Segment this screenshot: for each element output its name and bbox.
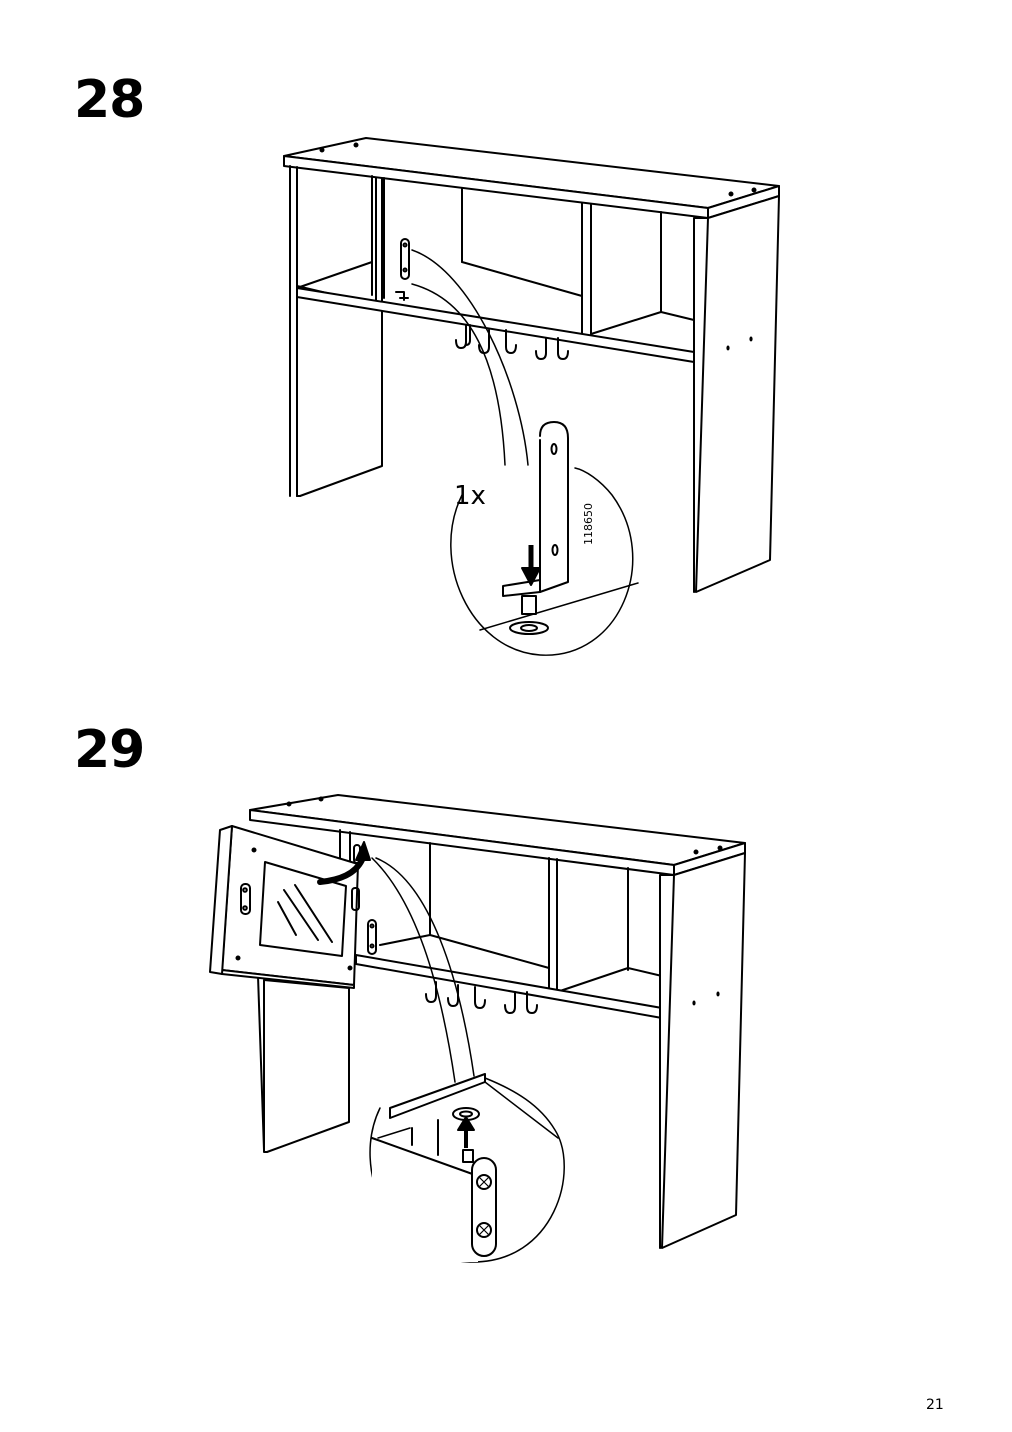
step-28-number: 28: [74, 70, 145, 130]
callout-line: [411, 283, 506, 466]
hook-icon: [455, 324, 569, 360]
glass-door-icon: [209, 825, 360, 989]
detail-circle: [369, 1073, 565, 1263]
callout-line: [411, 249, 529, 466]
shelf-top-panel: [283, 137, 780, 219]
part-number-label: 118650: [582, 503, 595, 545]
shelf-top-panel: [249, 794, 746, 876]
detail-circle: [450, 421, 639, 656]
page-number: 21: [926, 1397, 944, 1413]
arrow-up-icon: [457, 1116, 475, 1148]
middle-shelf: [355, 934, 663, 1019]
quantity-label: 1x: [454, 481, 486, 511]
right-side-panel: [693, 195, 780, 593]
bracket-icon: [353, 844, 377, 955]
arrow-down-icon: [521, 545, 541, 586]
callout-line: [375, 857, 475, 1077]
hook-icon: [425, 981, 538, 1014]
step-29-number: 29: [74, 720, 145, 780]
bracket-icon: [395, 238, 410, 301]
callout-line: [371, 857, 456, 1083]
left-side-panel: [257, 975, 350, 1153]
right-side-panel: [659, 852, 746, 1249]
dividers: [371, 175, 662, 336]
step-28-illustration: 1x 118650: [283, 137, 780, 656]
